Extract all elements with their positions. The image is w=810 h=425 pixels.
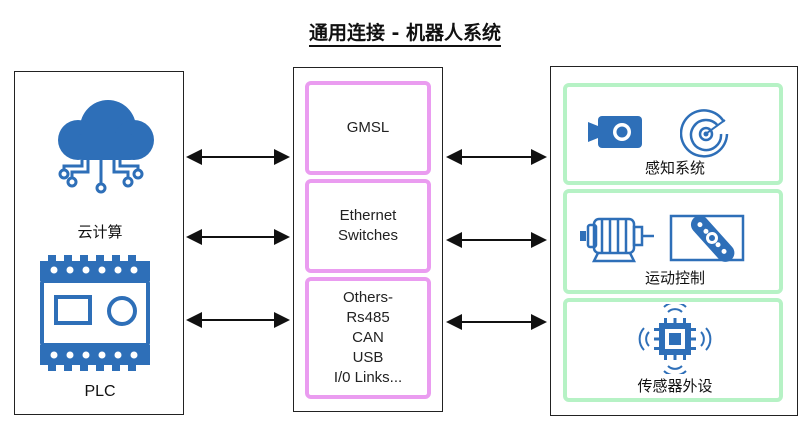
motion-control-box <box>563 189 783 294</box>
cloud-label: 云计算 <box>77 223 123 241</box>
perception-box <box>563 83 783 185</box>
others-line-5: I/0 Links... <box>333 369 403 386</box>
cloud-computing-icon <box>58 100 154 194</box>
perception-label: 感知系统 <box>644 159 705 177</box>
servo-motor-icon <box>669 214 745 262</box>
ethernet-label-line2: Switches <box>337 227 399 244</box>
lidar-sensor-icon <box>680 109 729 158</box>
others-line-1: Others- <box>342 289 393 306</box>
plc-label: PLC <box>84 383 116 400</box>
arrows-left-middle <box>186 149 290 328</box>
bidirectional-arrow <box>446 149 547 330</box>
others-line-4: USB <box>352 349 384 366</box>
motor-icon <box>580 217 654 263</box>
motion-control-label: 运动控制 <box>644 269 705 287</box>
ethernet-label-line1: Ethernet <box>339 207 397 224</box>
bidirectional-arrow <box>186 149 290 328</box>
gmsl-label: GMSL <box>346 119 390 136</box>
others-box: Others- Rs485 CAN USB I/0 Links... <box>305 277 431 399</box>
diagram-title-text: 通用连接 - 机器人系统 <box>308 22 502 47</box>
others-line-3: CAN <box>352 329 384 346</box>
arrows-middle-right <box>446 149 547 330</box>
others-line-2: Rs485 <box>346 309 390 326</box>
sensor-chip-icon <box>638 304 712 374</box>
camera-icon <box>588 116 642 148</box>
sensor-peripherals-label: 传感器外设 <box>637 377 713 395</box>
ethernet-box: Ethernet Switches <box>305 179 431 273</box>
plc-icon <box>40 255 150 371</box>
diagram-title: 通用连接 - 机器人系统 <box>0 18 810 47</box>
gmsl-box: GMSL <box>305 81 431 175</box>
